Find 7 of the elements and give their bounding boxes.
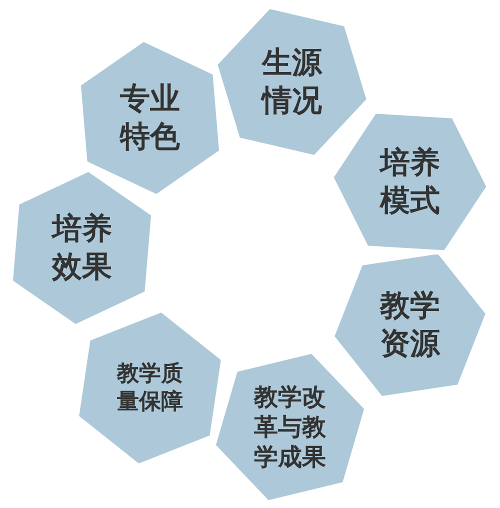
hexagon-label: 培养效果 [51, 210, 113, 286]
hexagon-label: 培养模式 [379, 144, 441, 220]
hexagon-label: 教学质量保障 [116, 360, 184, 416]
hexagon-label: 专业特色 [119, 80, 181, 156]
hexagon-label: 教学改革与教学成果 [253, 382, 327, 472]
hexagon-label: 生源情况 [261, 44, 323, 120]
hexagon-label: 教学资源 [379, 288, 441, 362]
